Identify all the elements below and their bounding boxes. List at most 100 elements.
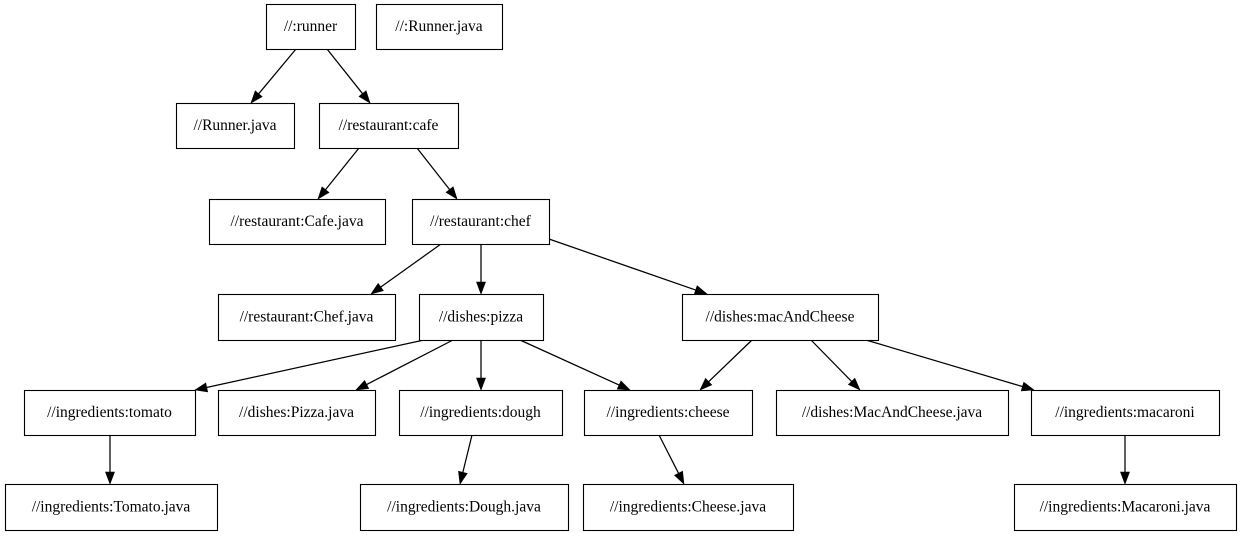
node-label: //restaurant:Cafe.java [231, 213, 364, 230]
graph-edge [865, 339, 1035, 392]
edge-line [204, 339, 425, 389]
graph-edge [416, 147, 458, 200]
edge-arrowhead [476, 281, 486, 295]
edge-arrowhead [105, 471, 115, 485]
node-label: //ingredients:Cheese.java [610, 499, 766, 516]
graph-edge [548, 238, 708, 295]
node-box[interactable] [23, 389, 197, 437]
node-label: //ingredients:tomato [47, 404, 172, 421]
edge-arrowhead [458, 470, 468, 485]
node-label: //ingredients:dough [420, 404, 541, 421]
graph-edge [658, 434, 685, 485]
graph-node-ing_macaroni[interactable]: //ingredients:macaroni [1030, 389, 1221, 437]
graph-node-mac_java[interactable]: //dishes:MacAndCheese.java [775, 389, 1010, 437]
edge-arrowhead [355, 379, 370, 391]
edge-arrowhead [370, 282, 384, 295]
edge-line [416, 147, 452, 192]
node-label: //dishes:macAndCheese [706, 309, 855, 326]
node-box[interactable] [1013, 483, 1238, 532]
node-box[interactable] [411, 198, 551, 246]
graph-node-chef_java[interactable]: //restaurant:Chef.java [217, 293, 397, 342]
node-box[interactable] [265, 3, 357, 51]
edges-layer [105, 48, 1130, 485]
graph-node-pizza_java[interactable]: //dishes:Pizza.java [217, 389, 377, 437]
graph-node-ing_tomato[interactable]: //ingredients:tomato [23, 389, 197, 437]
node-box[interactable] [175, 102, 296, 150]
nodes-layer: //:runner //:Runner.java //Runner.java //re… [4, 3, 1238, 532]
node-label: //:runner [284, 18, 338, 35]
graph-edge [370, 243, 442, 295]
node-box[interactable] [217, 293, 397, 342]
edge-line [658, 434, 681, 476]
graph-edge [355, 339, 454, 391]
graph-edge [250, 48, 297, 104]
node-box[interactable] [418, 293, 545, 342]
node-box[interactable] [681, 293, 880, 342]
edge-arrowhead [616, 380, 631, 391]
edge-line [810, 339, 854, 384]
graph-node-runner[interactable]: //:runner [265, 3, 357, 51]
node-label: //restaurant:Chef.java [240, 309, 374, 326]
graph-edge [326, 48, 371, 104]
graph-edge [699, 339, 753, 391]
node-label: //:Runner.java [395, 18, 483, 35]
graph-node-runner_java_root[interactable]: //:Runner.java [375, 3, 504, 51]
node-label: //Runner.java [193, 117, 276, 134]
node-label: //ingredients:Tomato.java [32, 499, 191, 516]
node-label: //dishes:pizza [439, 309, 523, 326]
node-box[interactable] [582, 483, 795, 532]
graph-edge [317, 147, 360, 200]
graph-node-macaroni_java[interactable]: //ingredients:Macaroni.java [1013, 483, 1238, 532]
node-label: //dishes:Pizza.java [239, 404, 354, 421]
graph-edge [476, 244, 486, 295]
graph-node-runner_java[interactable]: //Runner.java [175, 102, 296, 150]
graph-edge [105, 435, 115, 485]
node-box[interactable] [375, 3, 504, 51]
node-label: //restaurant:chef [430, 213, 532, 230]
edge-line [461, 434, 473, 475]
edge-line [364, 339, 454, 386]
graph-node-restaurant_chef[interactable]: //restaurant:chef [411, 198, 551, 246]
edge-arrowhead [250, 90, 263, 104]
graph-node-dough_java[interactable]: //ingredients:Dough.java [359, 483, 570, 532]
node-box[interactable] [359, 483, 570, 532]
node-box[interactable] [208, 198, 387, 246]
graph-edge [1120, 435, 1130, 485]
edge-line [256, 48, 297, 96]
graph-edge [458, 434, 473, 485]
graph-node-cafe_java[interactable]: //restaurant:Cafe.java [208, 198, 387, 246]
node-box[interactable] [1030, 389, 1221, 437]
edge-arrowhead [358, 90, 371, 104]
graph-edge [476, 340, 486, 391]
node-box[interactable] [318, 102, 460, 150]
edge-line [326, 48, 365, 96]
edge-line [865, 339, 1025, 388]
graph-edge [810, 339, 861, 391]
edge-arrowhead [674, 470, 685, 485]
edge-arrowhead [445, 186, 458, 200]
edge-line [378, 243, 442, 289]
graph-node-restaurant_cafe[interactable]: //restaurant:cafe [318, 102, 460, 150]
node-label: //ingredients:cheese [606, 404, 729, 421]
edge-arrowhead [317, 186, 330, 200]
graph-node-tomato_java[interactable]: //ingredients:Tomato.java [4, 483, 219, 532]
edge-line [323, 147, 360, 192]
node-box[interactable] [775, 389, 1010, 437]
graph-node-dishes_mac[interactable]: //dishes:macAndCheese [681, 293, 880, 342]
graph-node-cheese_java[interactable]: //ingredients:Cheese.java [582, 483, 795, 532]
edge-line [548, 238, 698, 292]
graph-node-dishes_pizza[interactable]: //dishes:pizza [418, 293, 545, 342]
node-box[interactable] [4, 483, 219, 532]
node-box[interactable] [398, 389, 564, 437]
graph-node-ing_cheese[interactable]: //ingredients:cheese [583, 389, 754, 437]
graph-edge [519, 339, 631, 391]
node-box[interactable] [217, 389, 377, 437]
node-label: //dishes:MacAndCheese.java [802, 404, 982, 421]
edge-line [519, 339, 622, 387]
node-label: //ingredients:macaroni [1055, 404, 1195, 421]
node-label: //restaurant:cafe [339, 117, 439, 134]
node-box[interactable] [583, 389, 754, 437]
graph-node-ing_dough[interactable]: //ingredients:dough [398, 389, 564, 437]
